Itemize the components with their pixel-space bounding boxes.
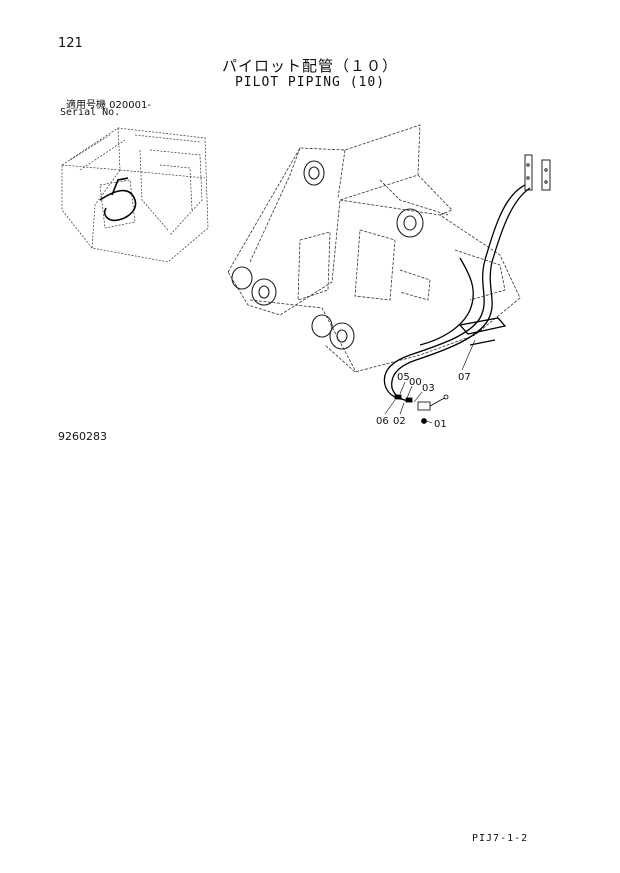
mounting-brackets (524, 154, 551, 191)
page-title-japanese: パイロット配管（１０） (221, 57, 398, 75)
inset-highlight-piping (99, 177, 137, 222)
frame-bosses (231, 160, 424, 350)
hose-fittings (394, 394, 449, 424)
callout-00: 00 (409, 377, 422, 388)
page-number: 121 (58, 36, 83, 51)
pilot-hoses (383, 184, 531, 403)
callout-05: 05 (397, 372, 410, 383)
serial-label-english: Serial No. (60, 107, 121, 118)
serial-label-japanese: 適用号機 020001- (66, 100, 151, 111)
page-code: PIJ7-1-2 (472, 833, 529, 844)
page-title-english: PILOT PIPING (10) (234, 75, 386, 90)
callout-07: 07 (458, 372, 471, 383)
callout-02: 02 (393, 416, 406, 427)
callout-01: 01 (434, 419, 447, 430)
leader-lines (384, 339, 476, 424)
callout-03: 03 (422, 383, 435, 394)
main-frame (227, 124, 521, 373)
callout-06: 06 (376, 416, 389, 427)
machine-overview-inset (61, 127, 209, 263)
drawing-number: 9260283 (58, 430, 107, 443)
